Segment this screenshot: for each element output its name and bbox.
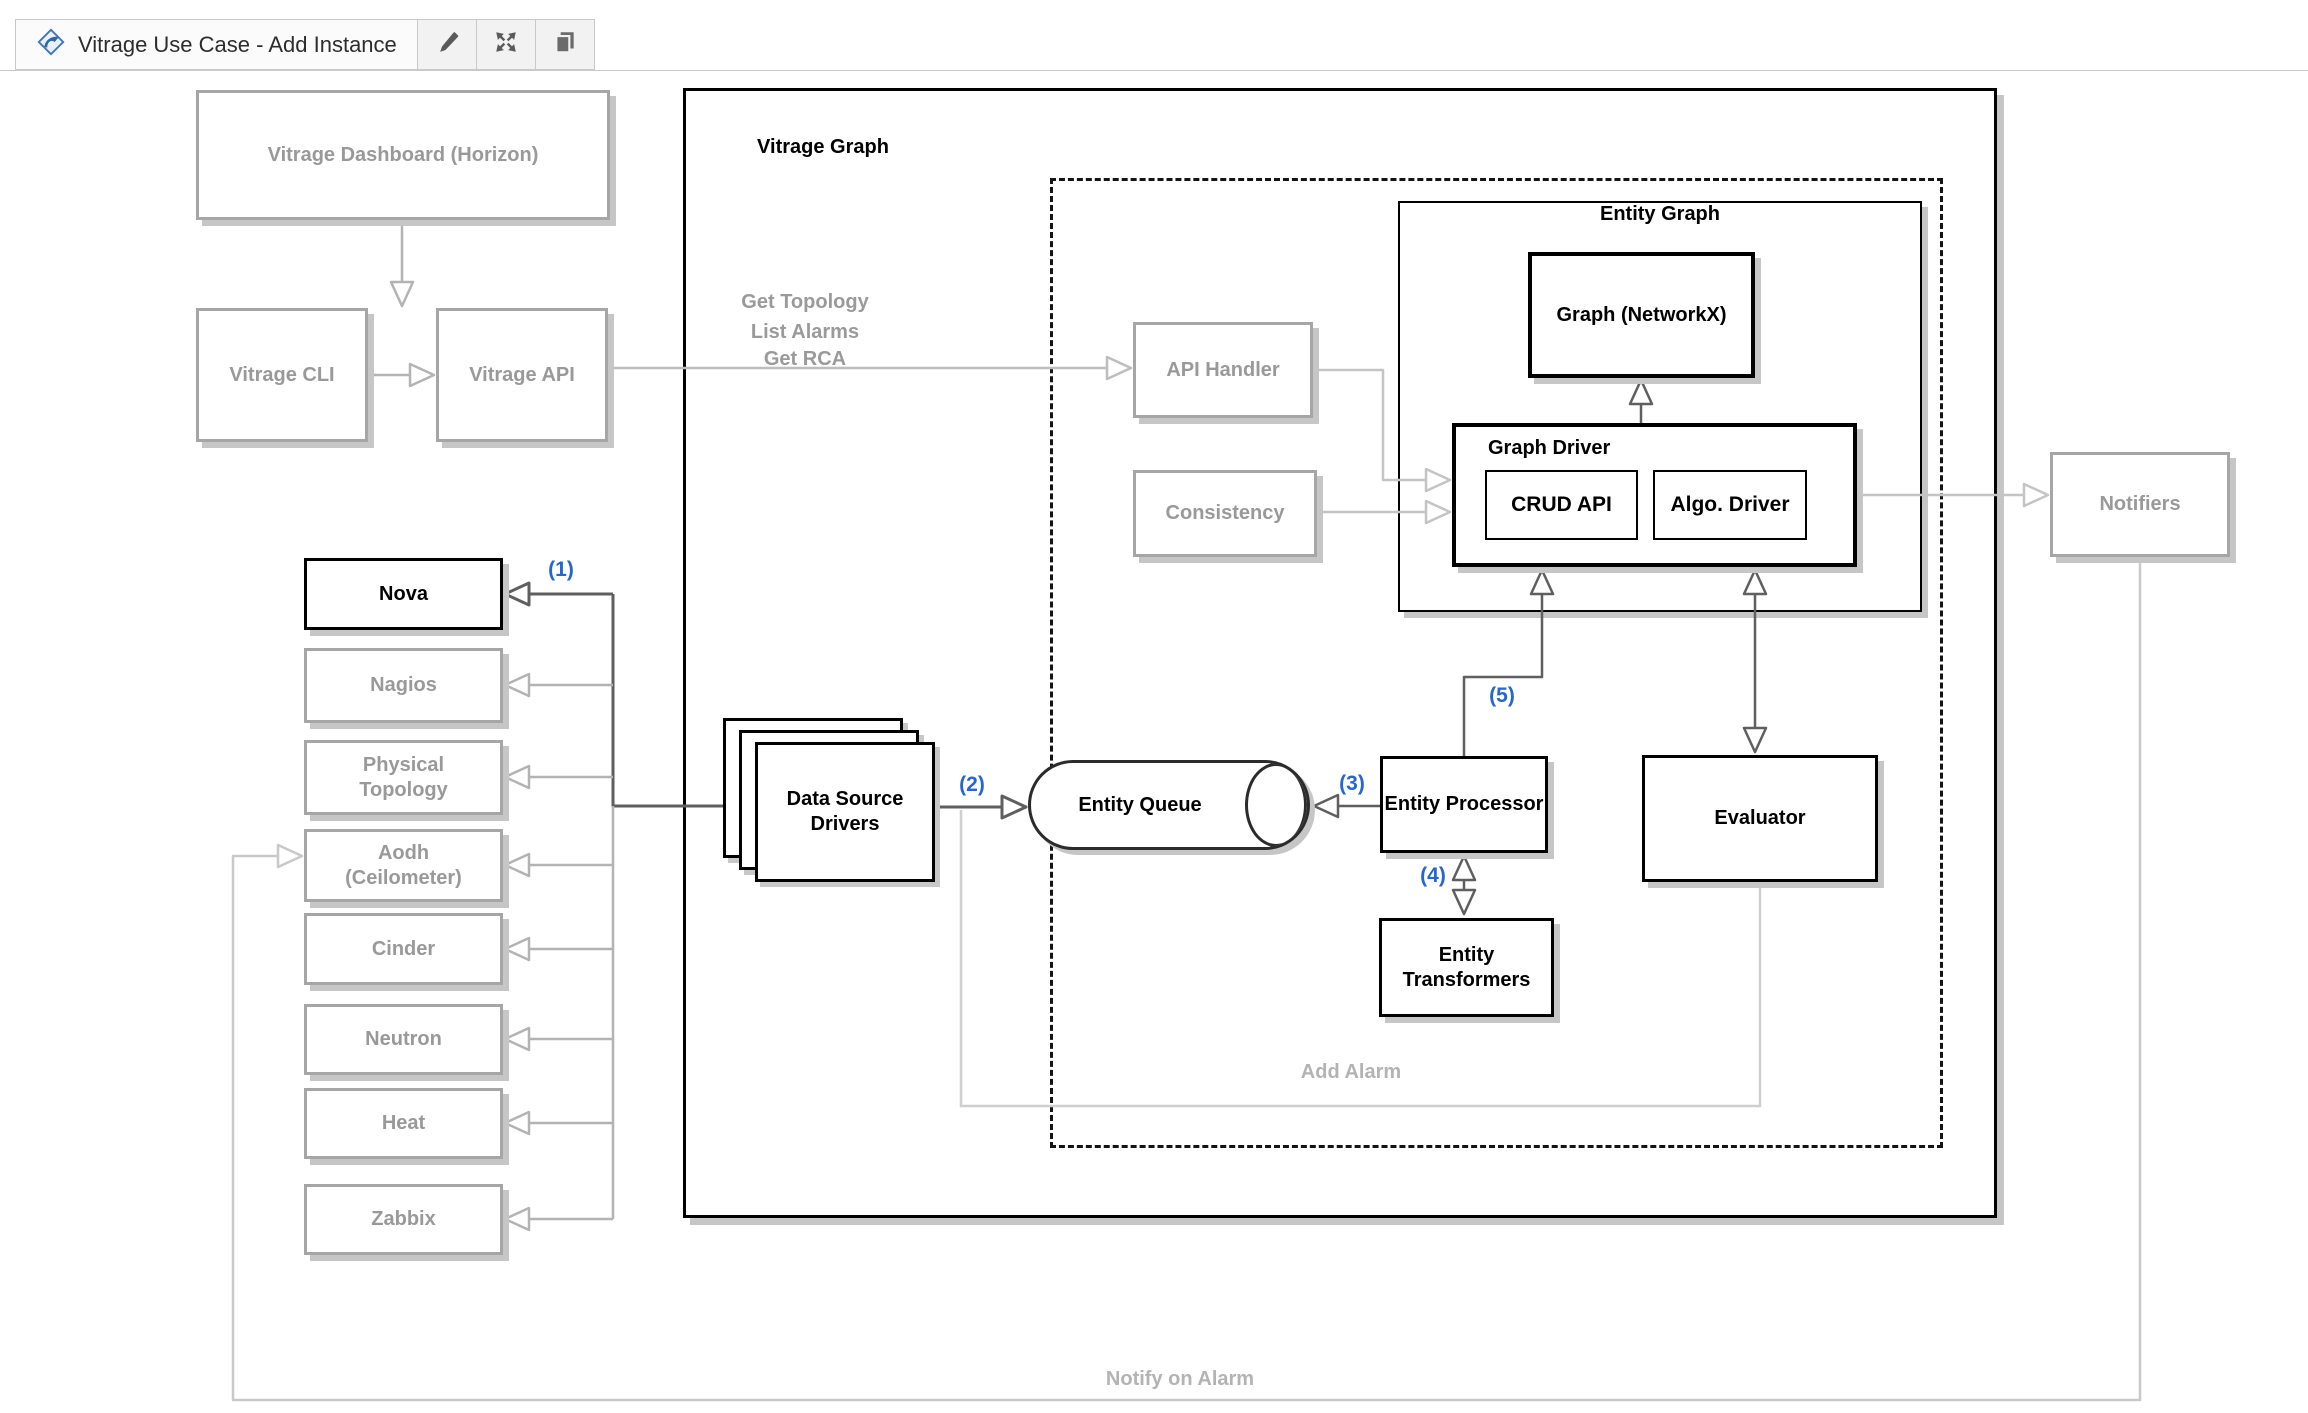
crud-api-box: CRUD API — [1485, 470, 1638, 540]
vitrage-cli-box: Vitrage CLI — [196, 308, 368, 442]
source-box-neutron: Neutron — [304, 1004, 503, 1075]
step5-label: (5) — [1489, 684, 1515, 707]
source-box-cinder: Cinder — [304, 913, 503, 985]
source-box-aodh: Aodh (Ceilometer) — [304, 829, 503, 902]
get-topology-label: Get Topology — [741, 291, 869, 313]
step1-label: (1) — [548, 558, 574, 581]
source-box-heat: Heat — [304, 1088, 503, 1159]
vitrage-graph-label: Vitrage Graph — [757, 136, 889, 158]
entity-transformers-box: Entity Transformers — [1379, 918, 1554, 1017]
viewer-toolbar: Vitrage Use Case - Add Instance — [15, 19, 595, 70]
data-source-drivers-box: Data Source Drivers — [755, 742, 935, 882]
source-box-zabbix: Zabbix — [304, 1184, 503, 1255]
notifiers-box: Notifiers — [2050, 452, 2230, 557]
consistency-box: Consistency — [1133, 470, 1317, 557]
source-box-physical-topology: Physical Topology — [304, 740, 503, 815]
edge-dashboard-to-api — [389, 220, 415, 308]
list-alarms-label: List Alarms — [750, 321, 860, 343]
edit-button[interactable] — [416, 19, 477, 70]
source-box-nagios: Nagios — [304, 648, 503, 723]
copy-button[interactable] — [534, 19, 595, 70]
entity-processor-box: Entity Processor — [1380, 756, 1548, 853]
graph-driver-label: Graph Driver — [1488, 437, 1611, 459]
expand-arrows-icon — [493, 29, 519, 60]
edge-sources-trunk — [503, 672, 615, 1232]
vitrage-dashboard-box: Vitrage Dashboard (Horizon) — [196, 90, 610, 220]
add-alarm-label: Add Alarm — [1300, 1061, 1402, 1083]
edge-cli-to-api — [368, 362, 436, 388]
page-title: Vitrage Use Case - Add Instance — [78, 31, 397, 57]
drawio-logo-icon — [36, 27, 66, 62]
step2-label: (2) — [959, 773, 985, 796]
api-handler-box: API Handler — [1133, 322, 1313, 418]
notify-on-alarm-label: Notify on Alarm — [1105, 1368, 1255, 1390]
vitrage-api-box: Vitrage API — [436, 308, 608, 442]
fullscreen-button[interactable] — [475, 19, 536, 70]
entity-queue-shape: Entity Queue — [1028, 760, 1310, 850]
copy-pages-icon — [552, 29, 578, 60]
entity-queue-label: Entity Queue — [1078, 793, 1202, 816]
pencil-icon — [434, 29, 460, 60]
graph-networkx-box: Graph (NetworkX) — [1528, 252, 1755, 378]
diagram-title-cell: Vitrage Use Case - Add Instance — [15, 19, 418, 70]
evaluator-box: Evaluator — [1642, 755, 1878, 882]
get-rca-label: Get RCA — [763, 348, 847, 370]
entity-graph-label: Entity Graph — [1599, 203, 1720, 225]
source-box-nova: Nova — [304, 558, 503, 630]
step3-label: (3) — [1339, 772, 1365, 795]
step4-label: (4) — [1420, 864, 1446, 887]
algo-driver-box: Algo. Driver — [1653, 470, 1807, 540]
